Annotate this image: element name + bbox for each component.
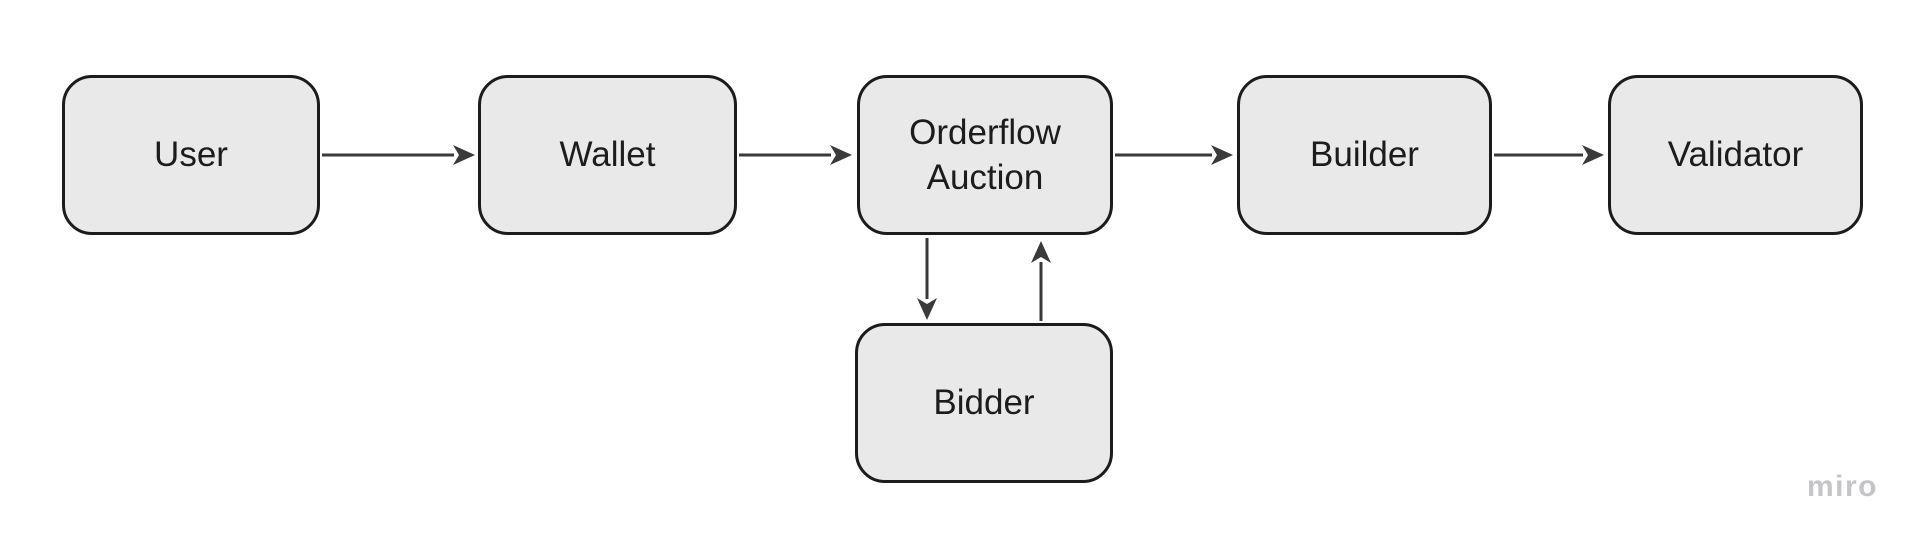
miro-watermark: miro <box>1806 470 1878 503</box>
node-bidder-label: Bidder <box>933 383 1035 423</box>
node-orderflow-auction-label: Orderflow Auction <box>909 112 1061 198</box>
node-validator-label: Validator <box>1667 135 1804 175</box>
node-builder[interactable]: Builder <box>1237 75 1492 235</box>
node-validator[interactable]: Validator <box>1608 75 1863 235</box>
node-user[interactable]: User <box>62 75 320 235</box>
node-bidder[interactable]: Bidder <box>855 323 1113 483</box>
node-user-label: User <box>154 135 228 175</box>
node-orderflow-auction[interactable]: Orderflow Auction <box>857 75 1113 235</box>
node-wallet[interactable]: Wallet <box>478 75 737 235</box>
node-wallet-label: Wallet <box>559 135 656 175</box>
node-builder-label: Builder <box>1310 135 1419 175</box>
